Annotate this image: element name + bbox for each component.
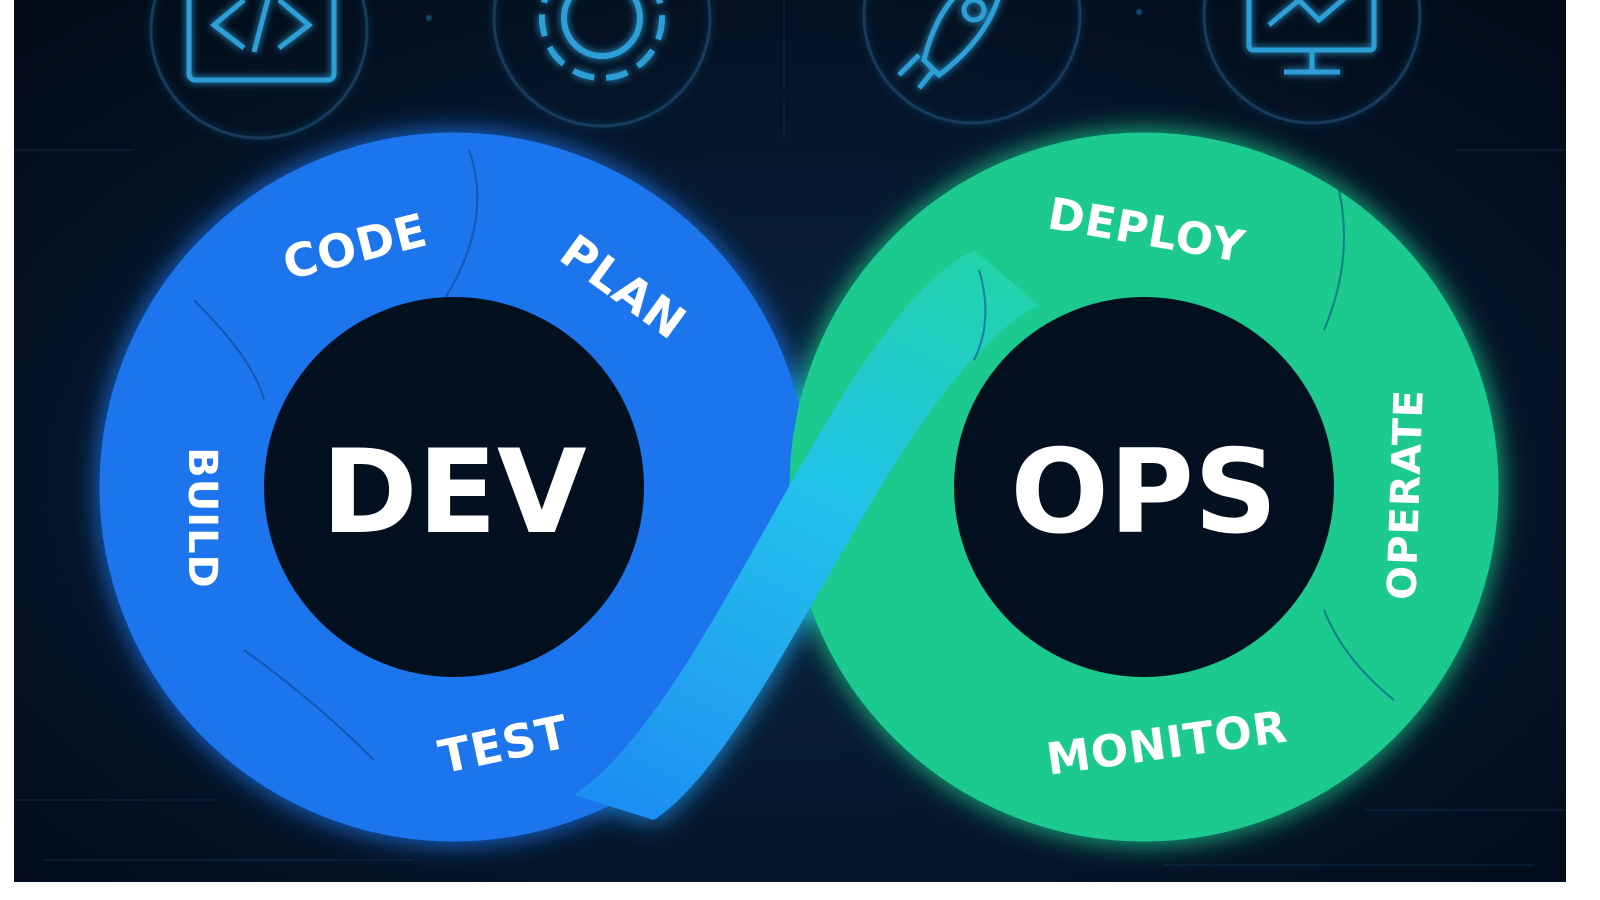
dev-label: DEV	[321, 425, 587, 560]
ops-label: OPS	[1010, 425, 1277, 560]
dev-ring	[99, 132, 809, 842]
stage-build: BUILD	[179, 447, 225, 589]
segment-seams	[193, 149, 1395, 761]
ops-center	[954, 297, 1334, 677]
bridge-band	[574, 250, 1039, 820]
monitor-chart-icon	[1202, 0, 1422, 125]
gear-icon	[492, 0, 712, 128]
rocket-icon	[862, 0, 1082, 125]
circuit-lines	[14, 0, 1566, 866]
code-brackets-icon	[149, 0, 369, 140]
stage-operate: OPERATE	[1379, 388, 1432, 600]
infinity-loop	[99, 132, 1499, 842]
dev-center	[264, 297, 644, 677]
devops-infinity-diagram: DEV OPS CODE PLAN BUILD TEST DEPLOY OPER…	[14, 0, 1566, 882]
